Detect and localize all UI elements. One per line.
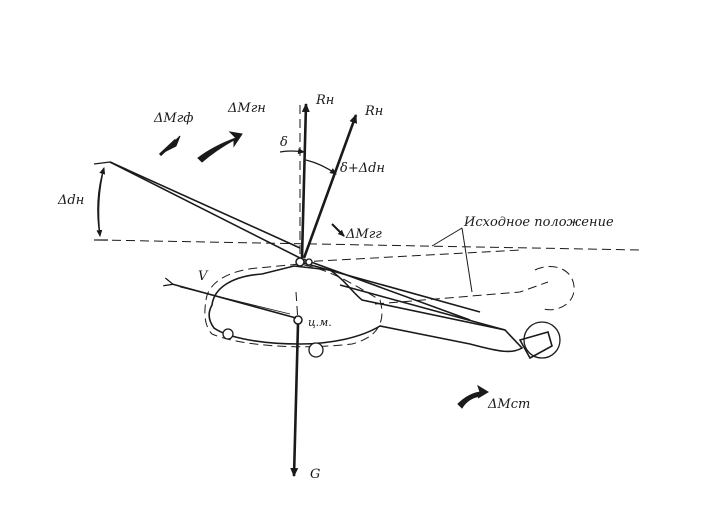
initial-fuselage xyxy=(204,263,383,348)
delta-plus-arc xyxy=(305,159,337,175)
rotor-thrust-tilted xyxy=(302,114,358,259)
initial-rotor-disk-upper xyxy=(299,249,521,263)
moment-gg-arrow xyxy=(331,223,345,237)
delta-d-arc-start xyxy=(96,167,105,237)
center-mass-label: ц.м. xyxy=(308,316,332,329)
tail-boom xyxy=(339,284,506,331)
rotor-blade-upper xyxy=(109,161,301,249)
delta-d-extension-top xyxy=(93,161,111,165)
rotor-thrust-vertical xyxy=(300,103,310,259)
initial-position-outline xyxy=(97,105,641,348)
velocity-vector xyxy=(172,284,297,319)
delta-plus-label: δ+Δdн xyxy=(340,161,385,176)
nose-wheel xyxy=(222,328,234,340)
moment-st-label: ΔMст xyxy=(487,397,530,412)
initial-position-label: Исходное положение xyxy=(463,215,614,230)
moment-st-arrow xyxy=(457,384,489,409)
force-vectors xyxy=(172,103,358,477)
initial-position-leaders xyxy=(431,227,473,293)
rotor-hub-2 xyxy=(305,258,313,266)
moment-gf-label: ΔMгф xyxy=(153,111,193,126)
initial-tail-rotor xyxy=(534,266,575,311)
displaced-helicopter xyxy=(109,161,561,360)
moment-gn-label: ΔMгн xyxy=(227,101,266,116)
fuselage xyxy=(208,265,524,353)
moment-gg-label: ΔMгг xyxy=(345,227,382,242)
initial-cm-axis xyxy=(295,291,299,323)
gravity-label: G xyxy=(310,467,320,482)
initial-tail-boom xyxy=(374,281,549,305)
velocity-vector-inner xyxy=(179,286,291,315)
main-wheel xyxy=(308,342,324,358)
labels: Rн Rн δ δ+Δdн Δdн ΔMгф ΔMгн ΔMгг ΔMст V … xyxy=(57,93,614,482)
tail-fin xyxy=(518,331,553,360)
moment-gn-arrow xyxy=(197,131,243,163)
delta-d-label: Δdн xyxy=(57,193,84,208)
gravity-vector xyxy=(290,323,300,477)
initial-rotor-disk xyxy=(97,239,641,251)
rotor-force-label-1: Rн xyxy=(315,93,334,108)
tail-rotor-hub xyxy=(523,321,561,359)
rotor-force-label-2: Rн xyxy=(364,104,383,119)
velocity-label: V xyxy=(198,269,209,284)
moment-arrows xyxy=(158,131,489,409)
angle-arcs xyxy=(93,148,337,241)
delta-angle-label: δ xyxy=(280,135,288,150)
delta-arc xyxy=(279,148,305,155)
rotor-hub xyxy=(295,257,305,267)
